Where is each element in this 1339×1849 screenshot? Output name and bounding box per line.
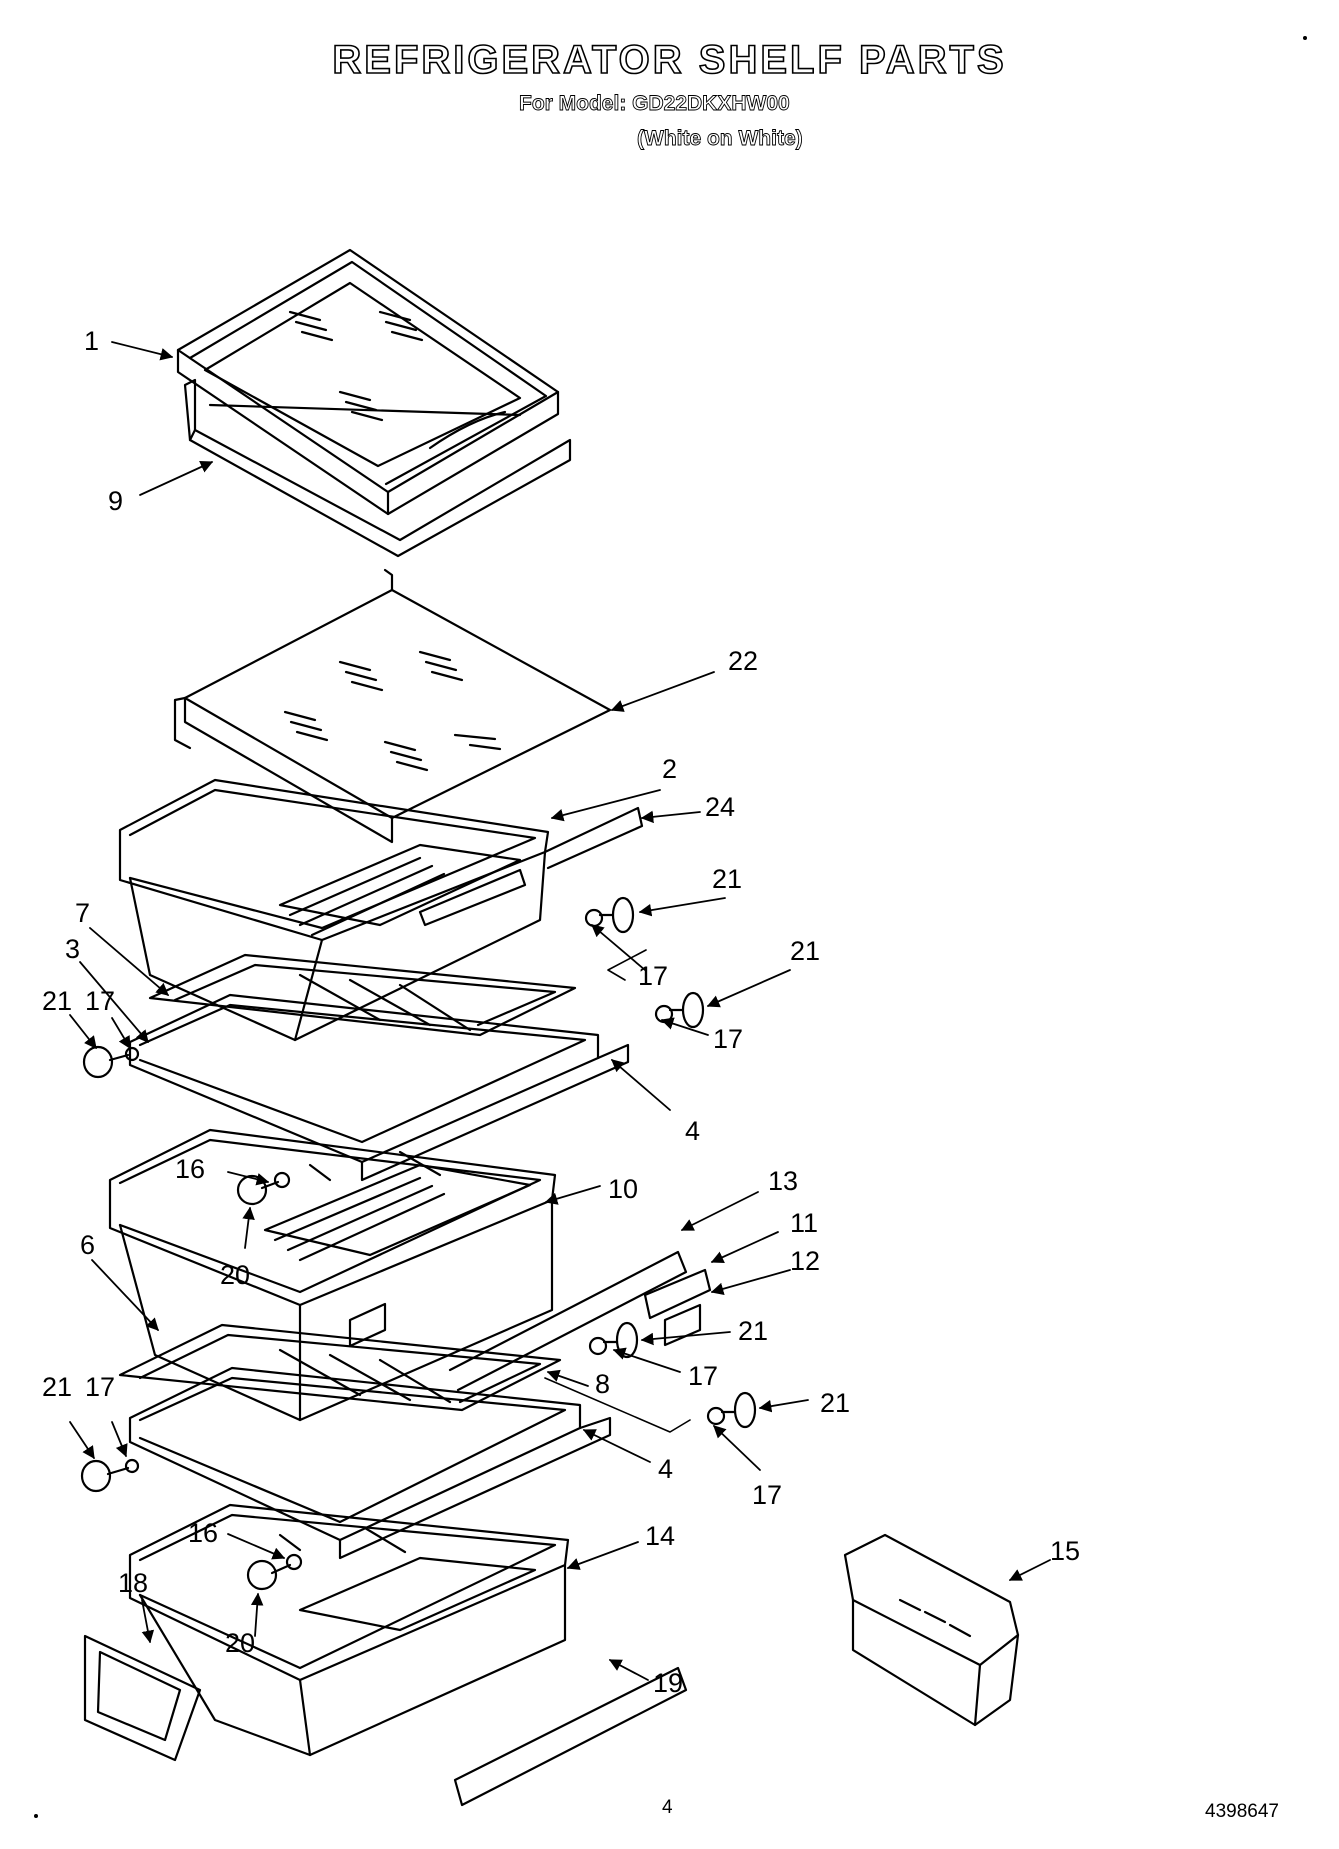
callout-21: 21 [790,936,820,966]
callout-9: 9 [108,486,123,516]
callout-15: 15 [1050,1536,1080,1566]
part-frame-upper [128,993,630,1182]
callout-17: 17 [713,1024,743,1054]
part-frame-lower [128,1366,612,1560]
part-tray-lower [118,1323,562,1412]
part-door-bin [843,1533,1020,1727]
corner-dot [34,1814,38,1818]
part-tray-upper [148,953,577,1037]
callout-3: 3 [65,934,80,964]
callout-17: 17 [85,986,115,1016]
part-glass-shelf-top [176,248,560,516]
callout-17: 17 [688,1361,718,1391]
callout-2: 2 [662,754,677,784]
callout-21: 21 [712,864,742,894]
bracket-links [544,949,691,1433]
model-line: For Model: GD22DKXHW00 [519,92,791,116]
callout-20: 20 [220,1260,250,1290]
callout-4: 4 [685,1116,700,1146]
callout-1: 1 [84,326,99,356]
callout-20: 20 [225,1628,255,1658]
callout-17: 17 [752,1480,782,1510]
part-drawer-bottom [128,1503,688,1807]
part-shelf-22 [173,568,612,844]
callout-4: 4 [658,1454,673,1484]
callout-24: 24 [705,792,735,822]
part-crisper-drawer-middle [108,1128,712,1422]
callout-12: 12 [790,1246,820,1276]
page-number: 4 [662,1797,673,1818]
corner-dot [1303,36,1307,40]
callout-8: 8 [595,1369,610,1399]
callout-10: 10 [608,1174,638,1204]
part-crisper-drawer-upper [118,778,644,1042]
callout-21: 21 [820,1388,850,1418]
callout-labels: 1 9 22 2 24 21 17 21 17 7 3 21 17 4 16 2… [42,326,1080,1698]
callout-17: 17 [638,961,668,991]
roller-parts [80,896,757,1591]
callout-7: 7 [75,898,90,928]
part-drawer-badge [83,1634,202,1762]
part-shelf-frame-top [183,378,572,558]
callout-11: 11 [790,1208,818,1238]
color-line: (White on White) [637,127,804,151]
callout-22: 22 [728,646,758,676]
document-number: 4398647 [1205,1801,1279,1822]
callout-21: 21 [738,1316,768,1346]
callout-13: 13 [768,1166,798,1196]
callout-14: 14 [645,1521,675,1551]
callout-19: 19 [653,1668,683,1698]
callout-16: 16 [175,1154,205,1184]
page-title: REFRIGERATOR SHELF PARTS [332,37,1007,83]
callout-21: 21 [42,1372,72,1402]
callout-16: 16 [188,1518,218,1548]
callout-17: 17 [85,1372,115,1402]
callout-6: 6 [80,1230,95,1260]
leader-lines [69,341,1051,1681]
callout-18: 18 [118,1568,148,1598]
callout-21: 21 [42,986,72,1016]
